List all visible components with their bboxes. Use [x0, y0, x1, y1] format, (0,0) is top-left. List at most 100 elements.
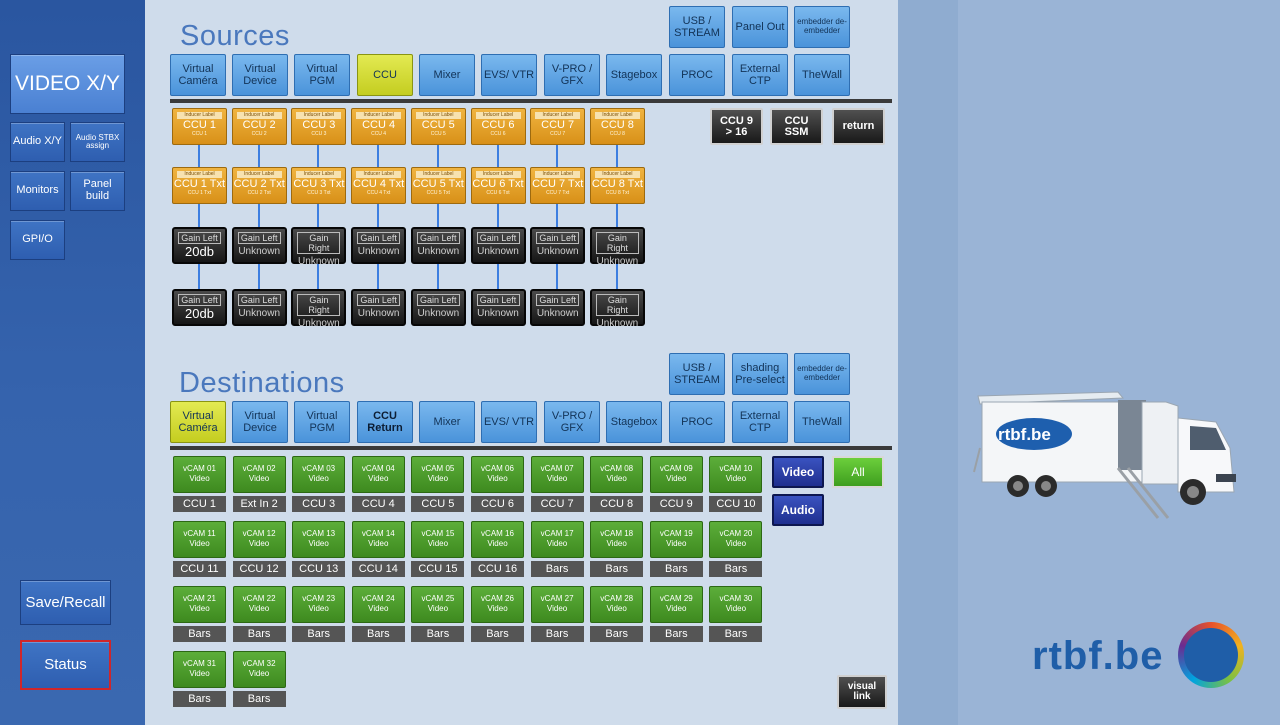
tab-sources-virtual-device[interactable]: Virtual Device	[232, 54, 288, 96]
tab-sources-mixer[interactable]: Mixer	[419, 54, 475, 96]
visual-link-button[interactable]: visual link	[837, 675, 887, 709]
destinations-usb-stream-button[interactable]: USB / STREAM	[669, 353, 725, 395]
tab-destinations-virtual-cam-ra[interactable]: Virtual Caméra	[170, 401, 226, 443]
destinations-shading-pre-select-button[interactable]: shading Pre-select	[732, 353, 788, 395]
tab-destinations-v-pro-gfx[interactable]: V-PRO / GFX	[544, 401, 600, 443]
status-button[interactable]: Status	[20, 640, 111, 690]
tab-sources-ccu[interactable]: CCU	[357, 54, 413, 96]
destinations-embedder-de-embedder-button[interactable]: embedder de-embedder	[794, 353, 850, 395]
tab-sources-thewall[interactable]: TheWall	[794, 54, 850, 96]
tab-destinations-stagebox[interactable]: Stagebox	[606, 401, 662, 443]
sources-usb-stream-button[interactable]: USB / STREAM	[669, 6, 725, 48]
all-filter-button[interactable]: All	[832, 456, 884, 488]
tab-destinations-evs-vtr[interactable]: EVS/ VTR	[481, 401, 537, 443]
video-xy-button[interactable]: VIDEO X/Y	[10, 54, 125, 114]
gpio-button[interactable]: GPI/O	[10, 220, 65, 260]
tab-sources-external-ctp[interactable]: External CTP	[732, 54, 788, 96]
tab-sources-proc[interactable]: PROC	[669, 54, 725, 96]
save-recall-button[interactable]: Save/Recall	[20, 580, 111, 625]
tab-destinations-virtual-device[interactable]: Virtual Device	[232, 401, 288, 443]
tab-destinations-mixer[interactable]: Mixer	[419, 401, 475, 443]
tab-destinations-virtual-pgm[interactable]: Virtual PGM	[294, 401, 350, 443]
tab-sources-virtual-cam-ra[interactable]: Virtual Caméra	[170, 54, 226, 96]
audio-stbx-assign-button[interactable]: Audio STBX assign	[70, 122, 125, 162]
audio-filter-button[interactable]: Audio	[772, 494, 824, 526]
ccu-ssm-button[interactable]: CCU SSM	[770, 108, 823, 145]
tab-sources-stagebox[interactable]: Stagebox	[606, 54, 662, 96]
tab-destinations-thewall[interactable]: TheWall	[794, 401, 850, 443]
tab-destinations-proc[interactable]: PROC	[669, 401, 725, 443]
sources-embedder-de-embedder-button[interactable]: embedder de-embedder	[794, 6, 850, 48]
return-button[interactable]: return	[832, 108, 885, 145]
tab-destinations-ccu-return[interactable]: CCU Return	[357, 401, 413, 443]
ccu-9-16-button[interactable]: CCU 9 > 16	[710, 108, 763, 145]
video-filter-button[interactable]: Video	[772, 456, 824, 488]
tab-sources-evs-vtr[interactable]: EVS/ VTR	[481, 54, 537, 96]
tab-sources-virtual-pgm[interactable]: Virtual PGM	[294, 54, 350, 96]
audio-xy-button[interactable]: Audio X/Y	[10, 122, 65, 162]
